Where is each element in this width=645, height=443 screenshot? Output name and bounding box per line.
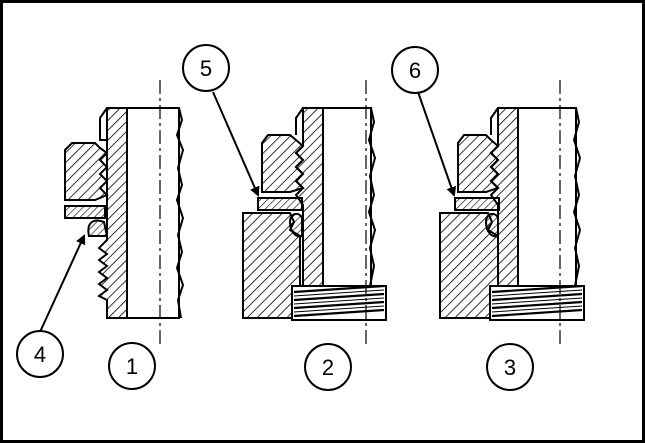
o-ring-1 — [87, 219, 109, 237]
nut-3 — [457, 134, 500, 193]
callout-4-label: 4 — [34, 342, 46, 367]
washer-1 — [64, 205, 106, 219]
callout-1-label: 1 — [126, 354, 138, 379]
callout-2: 2 — [304, 343, 352, 391]
callout-5-label: 5 — [200, 56, 212, 81]
bore-1 — [126, 107, 180, 319]
callout-4: 4 — [16, 330, 64, 378]
leader-6 — [417, 91, 457, 197]
nut-2 — [261, 134, 305, 193]
tube-wall-1 — [97, 107, 128, 319]
o-ring-2 — [288, 212, 303, 238]
washer-2 — [257, 197, 303, 211]
leader-4 — [39, 234, 86, 333]
callout-6: 6 — [391, 46, 439, 94]
callout-3-label: 3 — [504, 355, 516, 380]
callout-2-label: 2 — [322, 355, 334, 380]
callout-6-label: 6 — [409, 58, 421, 83]
view-1-fitting — [64, 80, 185, 345]
view-2-fitting — [242, 80, 387, 345]
nut-1 — [64, 142, 109, 201]
o-ring-3 — [484, 212, 499, 238]
washer-3 — [454, 197, 500, 211]
callout-5: 5 — [182, 44, 230, 92]
leader-5 — [212, 91, 260, 197]
view-3-fitting — [439, 80, 585, 345]
callout-3: 3 — [486, 343, 534, 391]
callout-1: 1 — [108, 342, 156, 390]
